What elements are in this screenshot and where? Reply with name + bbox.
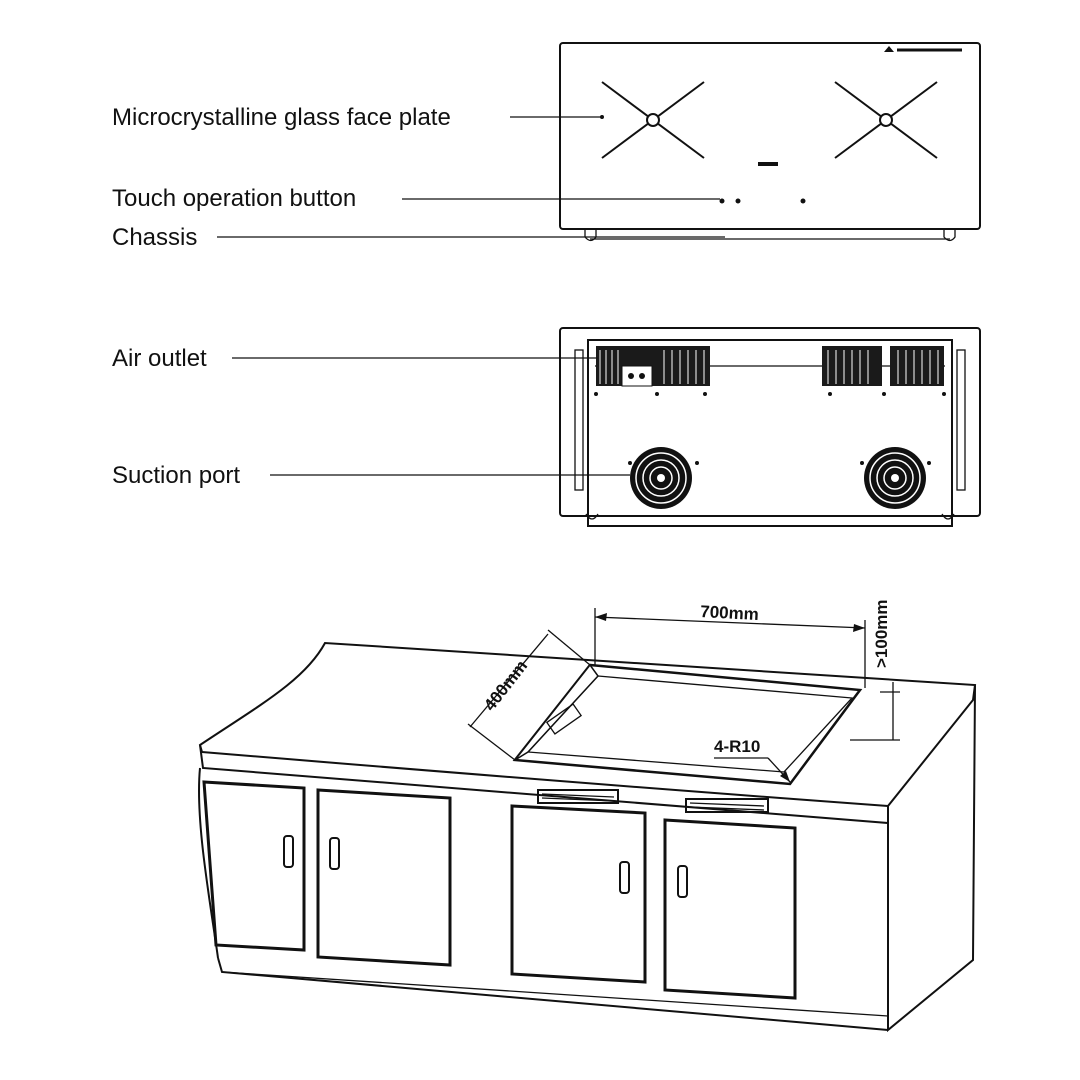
touch-button-label: Touch operation button xyxy=(112,185,356,212)
clearance-dimension-label: >100mm xyxy=(872,599,891,668)
counter-right-side xyxy=(887,684,976,1033)
cooktop-cutout xyxy=(512,663,863,786)
bottom-foot-right xyxy=(941,513,955,520)
glass-face-plate xyxy=(559,42,981,230)
bottom-outer-frame xyxy=(559,327,981,517)
corner-radius-label: 4-R10 xyxy=(714,737,760,756)
right-burner-cross xyxy=(834,81,938,159)
cabinet-door xyxy=(316,788,452,967)
touch-button-dot xyxy=(800,198,806,204)
brand-logo-icon xyxy=(884,46,894,52)
width-dimension-label: 700mm xyxy=(700,602,760,624)
display-bar xyxy=(758,162,778,166)
dimension-width: 700mm xyxy=(594,602,866,688)
cooktop-top-view xyxy=(559,42,981,242)
suction-port-label: Suction port xyxy=(112,462,240,489)
door-handle-icon xyxy=(283,835,294,868)
air-outlet-grille-left xyxy=(596,346,710,387)
dimension-clearance: >100mm xyxy=(850,599,900,741)
touch-button-dot xyxy=(719,198,725,204)
chassis-label: Chassis xyxy=(112,224,197,251)
side-rail-right xyxy=(956,349,966,491)
cooktop-bottom-view xyxy=(559,327,981,527)
drawer-grip xyxy=(537,789,619,804)
door-handle-icon xyxy=(677,865,688,898)
suction-port-fan-right xyxy=(864,447,926,509)
chassis-foot-right xyxy=(943,229,956,242)
face-plate-label: Microcrystalline glass face plate xyxy=(112,104,451,131)
door-handle-icon xyxy=(619,861,630,894)
side-rail-left xyxy=(574,349,584,491)
air-outlet-label: Air outlet xyxy=(112,345,207,372)
drawer-grip xyxy=(685,798,769,813)
left-burner-cross xyxy=(601,81,705,159)
chassis-underside xyxy=(587,339,953,527)
bottom-foot-left xyxy=(585,513,599,520)
suction-port-fan-left xyxy=(630,447,692,509)
kitchen-counter xyxy=(198,641,977,1033)
cabinet-door xyxy=(663,818,797,1000)
touch-button-dot xyxy=(735,198,741,204)
door-handle-icon xyxy=(329,837,340,870)
cabinet-door xyxy=(202,780,306,952)
cabinet-door xyxy=(510,804,647,984)
air-outlet-grille-right xyxy=(822,346,944,386)
dimension-corner-radius: 4-R10 xyxy=(714,737,791,783)
